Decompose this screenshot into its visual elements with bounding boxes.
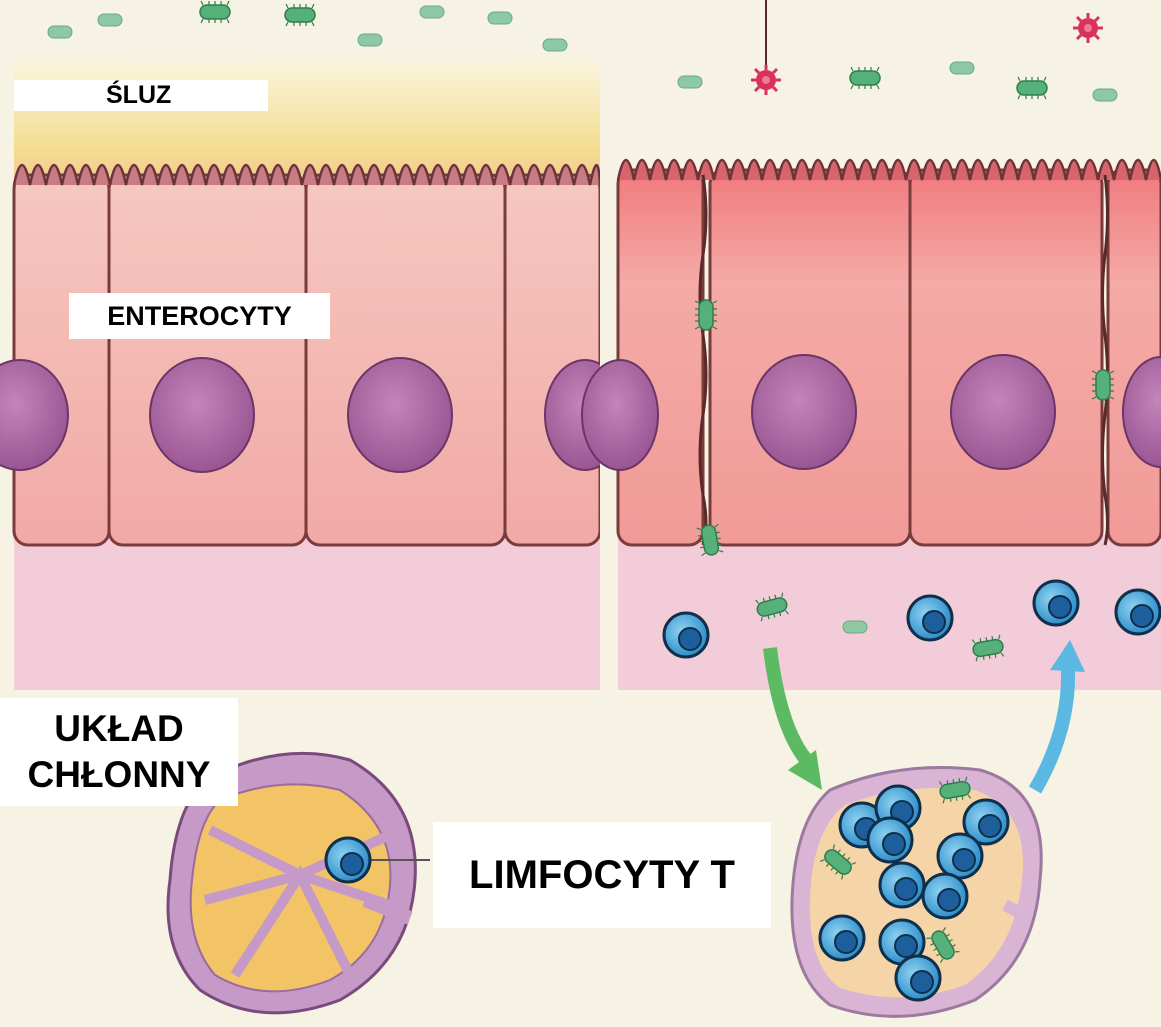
- enterocyte-cells-right: [618, 170, 1161, 545]
- panel-divider: [600, 0, 618, 700]
- enterocyte-cells-left: [14, 175, 600, 545]
- label-lymphatic-line-1: UKŁAD: [54, 706, 183, 752]
- label-lymphatic-line-2: CHŁONNY: [28, 752, 211, 798]
- label-lymphatic-system: UKŁAD CHŁONNY: [0, 698, 238, 806]
- label-t-lymphocytes: LIMFOCYTY T: [433, 822, 771, 928]
- label-mucus: ŚLUZ: [14, 80, 268, 111]
- label-enterocytes: ENTEROCYTY: [69, 293, 330, 339]
- lamina-propria-left: [14, 535, 600, 690]
